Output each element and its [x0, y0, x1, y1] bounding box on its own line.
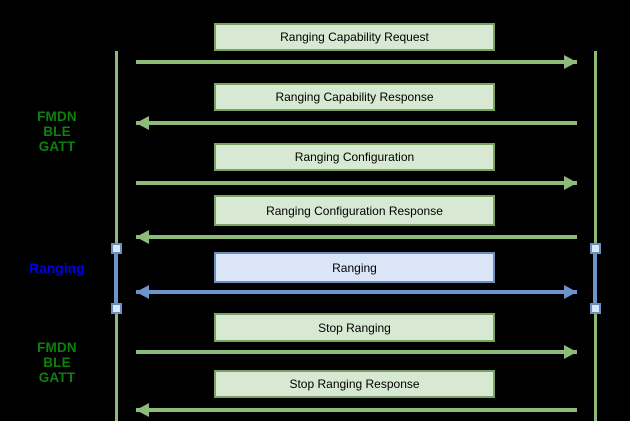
message-box-ranging-configuration-response: Ranging Configuration Response	[214, 195, 495, 226]
message-label: Ranging Configuration	[294, 150, 415, 164]
session-end-marker-left	[111, 303, 122, 314]
message-label: Ranging	[332, 260, 377, 275]
session-start-marker-left	[111, 243, 122, 254]
message-box-ranging-capability-request: Ranging Capability Request	[214, 23, 495, 51]
session-end-marker-right	[590, 303, 601, 314]
message-label: Stop Ranging	[318, 320, 391, 335]
lifeline-left	[115, 51, 118, 421]
message-box-ranging-configuration: Ranging Configuration	[214, 143, 495, 171]
section-label-fmdn-ble-gatt-bottom: FMDN BLE GATT	[37, 340, 77, 385]
lifeline-right	[594, 51, 597, 421]
arrow-left-stop-ranging-response	[136, 403, 577, 417]
message-box-stop-ranging-response: Stop Ranging Response	[214, 370, 495, 398]
message-box-ranging-capability-response: Ranging Capability Response	[214, 83, 495, 111]
arrow-bidirectional-ranging	[136, 285, 577, 299]
arrow-left-ranging-capability-response	[136, 116, 577, 130]
section-label-ranging: Ranging	[29, 261, 85, 276]
ranging-session-bar-right	[593, 248, 597, 306]
arrow-right-stop-ranging	[136, 345, 577, 359]
arrow-left-ranging-configuration-response	[136, 230, 577, 244]
message-label: Ranging Capability Response	[275, 90, 434, 104]
arrow-right-ranging-capability-request	[136, 55, 577, 69]
section-label-fmdn-ble-gatt-top: FMDN BLE GATT	[37, 109, 77, 154]
message-label: Ranging Capability Request	[280, 30, 429, 44]
message-box-ranging: Ranging	[214, 252, 495, 283]
session-start-marker-right	[590, 243, 601, 254]
message-label: Ranging Configuration Response	[266, 203, 443, 218]
message-box-stop-ranging: Stop Ranging	[214, 313, 495, 342]
ranging-session-bar-left	[114, 248, 118, 306]
arrow-right-ranging-configuration	[136, 176, 577, 190]
message-label: Stop Ranging Response	[289, 377, 420, 391]
